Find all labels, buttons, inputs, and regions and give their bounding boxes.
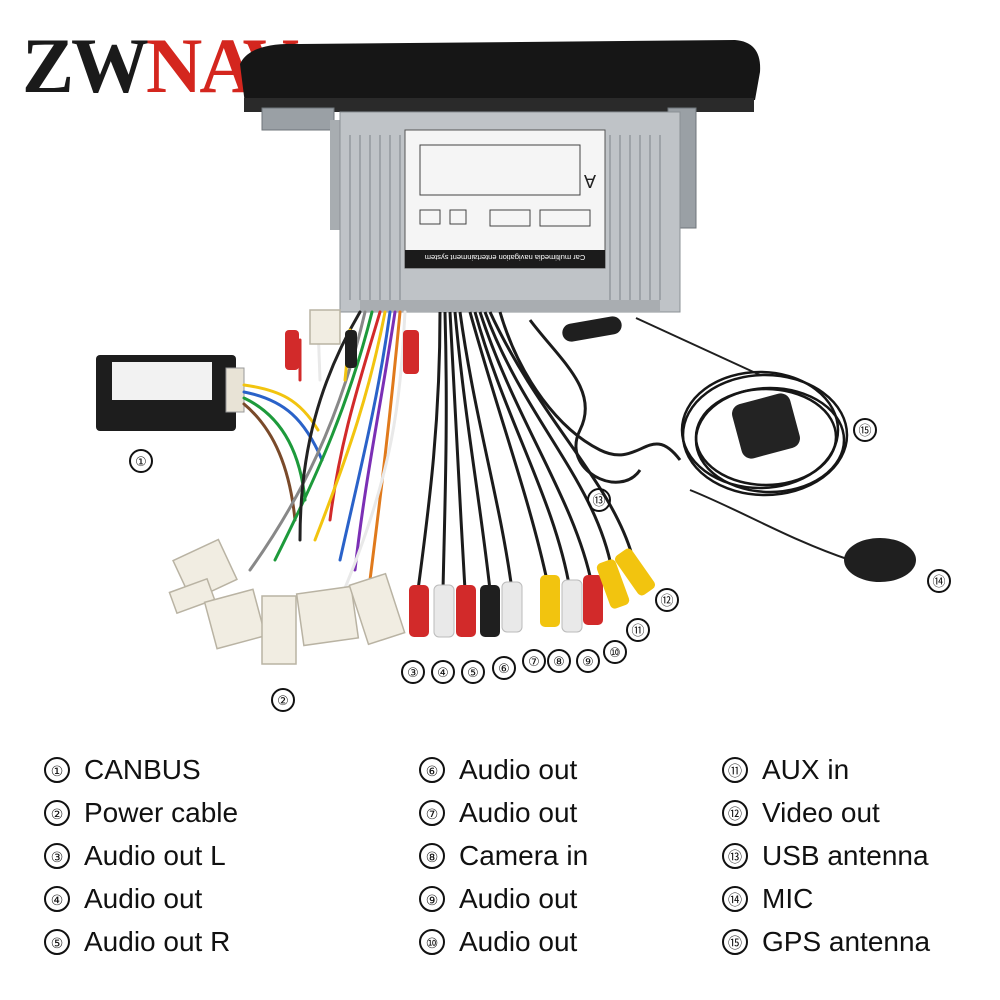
legend-label: GPS antenna xyxy=(762,925,931,957)
chassis-bottom-rail xyxy=(360,300,660,312)
callout-audio-out-4: ④ xyxy=(431,660,455,684)
legend-item-audio-out-6: ⑥ Audio out xyxy=(419,748,588,791)
callout-audio-out-7: ⑦ xyxy=(522,649,546,673)
legend-number: ⑫ xyxy=(722,799,748,826)
legend-label: Audio out xyxy=(459,925,578,957)
legend-item-audio-out-l: ③ Audio out L xyxy=(44,834,238,877)
legend-number: ① xyxy=(44,756,70,783)
callout-gps-antenna: ⑮ xyxy=(853,418,877,442)
label-ports xyxy=(419,144,591,227)
callout-audio-out-10: ⑩ xyxy=(603,640,627,664)
legend-column-1: ① CANBUS ② Power cable ③ Audio out L ④ Audio… xyxy=(44,748,238,963)
legend-label: Power cable xyxy=(84,796,239,828)
canbus-box xyxy=(96,355,245,431)
callout-mic: ⑭ xyxy=(927,569,951,593)
gps-antenna-coil xyxy=(680,370,849,497)
power-connectors xyxy=(168,309,406,665)
head-unit-bezel xyxy=(240,40,761,104)
legend-label: USB antenna xyxy=(762,839,929,871)
callout-usb-antenna: ⑬ xyxy=(587,488,611,512)
callout-aux-in: ⑪ xyxy=(626,618,650,642)
rca-cables xyxy=(416,311,682,591)
logo-text-dark: ZW xyxy=(22,22,148,109)
legend-label: Audio out xyxy=(459,882,578,914)
legend-item-audio-out-7: ⑦ Audio out xyxy=(419,791,588,834)
callout-canbus: ① xyxy=(129,449,153,473)
mic-head xyxy=(844,538,916,582)
chassis-fins xyxy=(349,135,661,300)
legend: ① CANBUS ② Power cable ③ Audio out L ④ Audio… xyxy=(0,748,1000,978)
legend-number: ⑨ xyxy=(419,885,445,912)
callout-audio-out-6: ⑥ xyxy=(492,656,516,680)
legend-label: MIC xyxy=(762,882,814,914)
legend-label: AUX in xyxy=(762,753,850,785)
chassis-label-header xyxy=(405,250,605,268)
legend-label: Audio out xyxy=(459,796,578,828)
legend-number: ⑬ xyxy=(722,842,748,869)
rca-plugs xyxy=(285,330,655,638)
legend-item-audio-out-r: ⑤ Audio out R xyxy=(44,920,238,963)
legend-label: Audio out L xyxy=(84,839,226,871)
legend-item-video-out: ⑫ Video out xyxy=(722,791,930,834)
legend-label: Camera in xyxy=(459,839,589,871)
legend-item-aux-in: ⑪ AUX in xyxy=(722,748,930,791)
device-label-text: Car multimedia navigation entertainment … xyxy=(425,253,586,262)
usb-antenna-wand xyxy=(562,316,622,342)
legend-number: ⑤ xyxy=(44,928,70,955)
legend-item-usb-antenna: ⑬ USB antenna xyxy=(722,834,930,877)
usb-antenna-cable xyxy=(635,317,761,376)
legend-label: Audio out xyxy=(84,882,203,914)
legend-item-gps-antenna: ⑮ GPS antenna xyxy=(722,920,930,963)
legend-number: ⑭ xyxy=(722,885,748,912)
legend-number: ⑦ xyxy=(419,799,445,826)
callout-video-out: ⑫ xyxy=(655,588,679,612)
panel-letter: A xyxy=(584,171,596,191)
head-unit-bezel-lower xyxy=(244,98,754,112)
power-harness-wires xyxy=(242,310,407,602)
callout-audio-out-l: ③ xyxy=(401,660,425,684)
legend-number: ⑧ xyxy=(419,842,445,869)
product-figure: Car multimedia navigation entertainment … xyxy=(96,40,916,665)
legend-number: ⑩ xyxy=(419,928,445,955)
legend-number: ⑪ xyxy=(722,756,748,783)
legend-number: ⑥ xyxy=(419,756,445,783)
legend-label: Audio out R xyxy=(84,925,231,957)
legend-label: CANBUS xyxy=(84,753,201,785)
callout-audio-out-r: ⑤ xyxy=(461,660,485,684)
legend-item-canbus: ① CANBUS xyxy=(44,748,238,791)
callout-audio-out-9: ⑨ xyxy=(576,649,600,673)
legend-item-audio-out-4: ④ Audio out xyxy=(44,877,238,920)
legend-column-3: ⑪ AUX in ⑫ Video out ⑬ USB antenna ⑭ MIC ⑮ GP… xyxy=(722,748,930,963)
legend-number: ③ xyxy=(44,842,70,869)
legend-item-audio-out-9: ⑨ Audio out xyxy=(419,877,588,920)
legend-item-mic: ⑭ MIC xyxy=(722,877,930,920)
callout-power-cable: ② xyxy=(271,688,295,712)
legend-item-power-cable: ② Power cable xyxy=(44,791,238,834)
mic-cable xyxy=(689,489,851,561)
legend-number: ④ xyxy=(44,885,70,912)
chassis-label-sticker xyxy=(404,129,606,269)
legend-item-audio-out-10: ⑩ Audio out xyxy=(419,920,588,963)
legend-label: Audio out xyxy=(459,753,578,785)
legend-item-camera-in: ⑧ Camera in xyxy=(419,834,588,877)
legend-number: ② xyxy=(44,799,70,826)
callout-camera-in: ⑧ xyxy=(547,649,571,673)
mounting-bracket xyxy=(261,107,335,131)
product-illustration: Car multimedia navigation entertainment … xyxy=(96,40,916,665)
legend-number: ⑮ xyxy=(722,928,748,955)
legend-column-2: ⑥ Audio out ⑦ Audio out ⑧ Camera in ⑨ Audio … xyxy=(419,748,588,963)
gps-antenna-puck xyxy=(732,393,800,459)
legend-label: Video out xyxy=(762,796,880,828)
